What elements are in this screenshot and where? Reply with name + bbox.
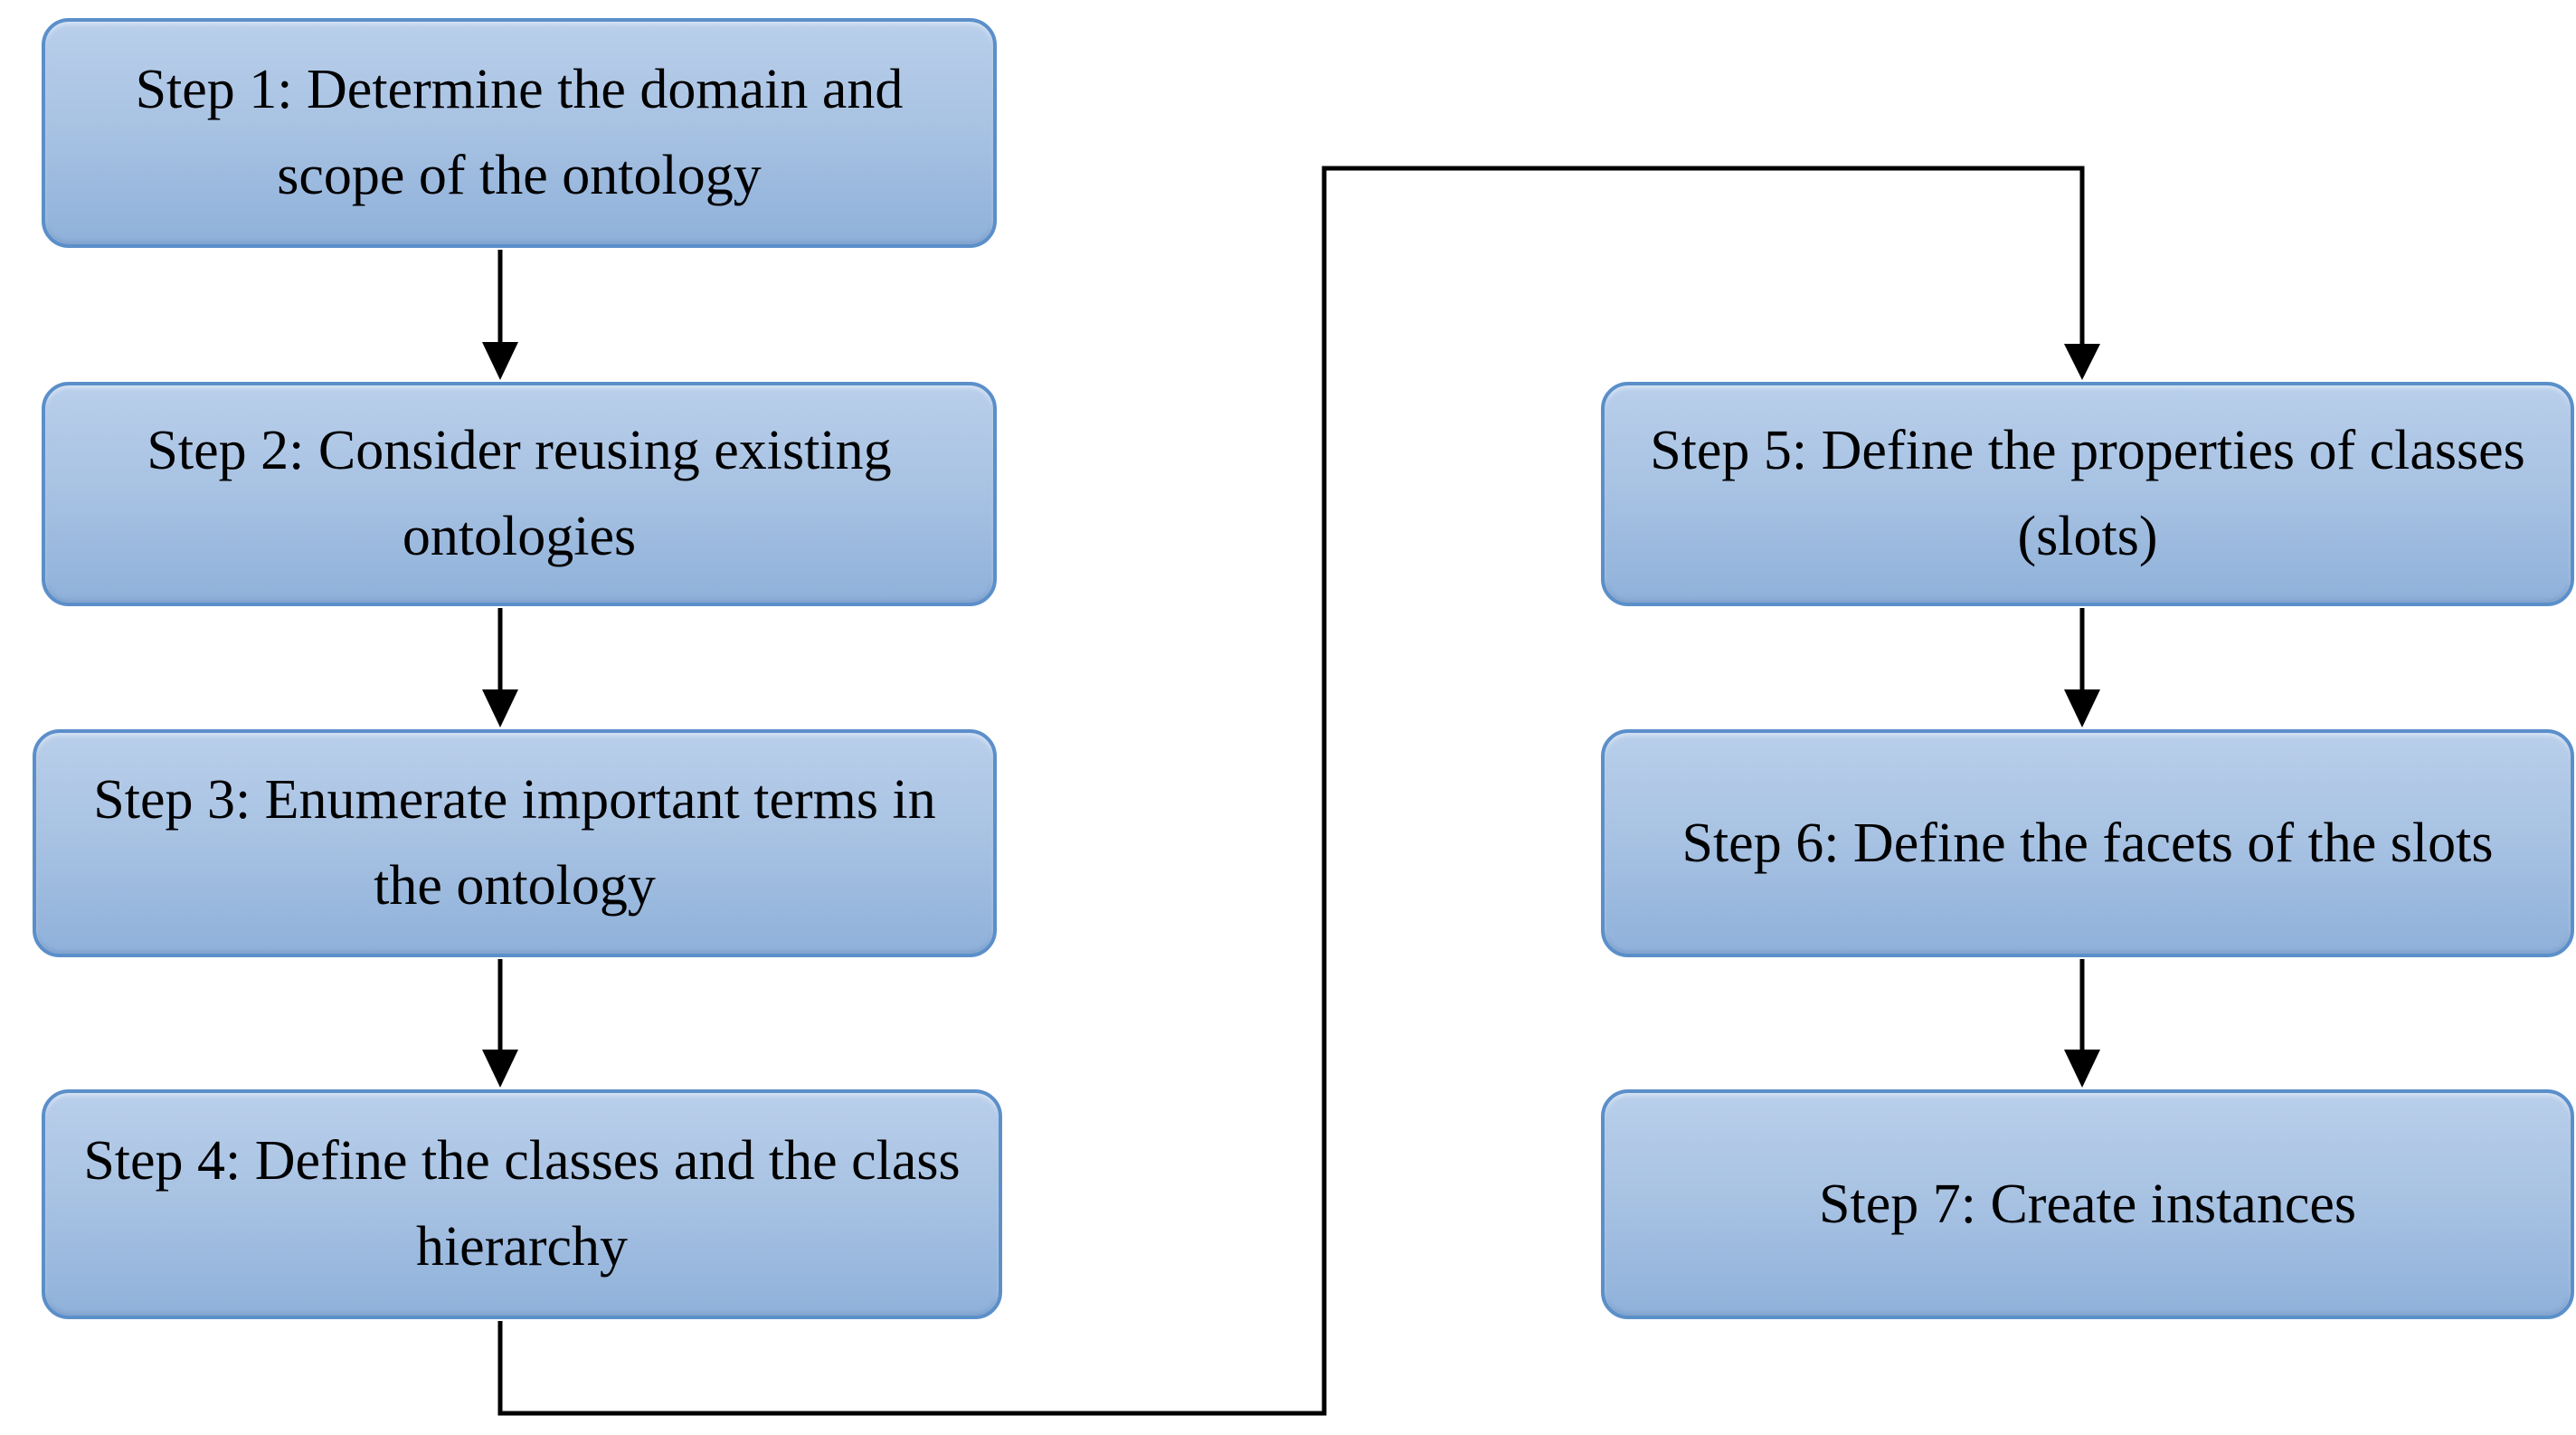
flowchart-step-4-label: Step 4: Define the classes and the class…: [83, 1130, 961, 1278]
arrow-step2-to-step3: [482, 608, 518, 727]
arrow-step6-to-step7: [2064, 959, 2100, 1088]
arrowhead-icon: [2064, 689, 2100, 727]
arrow-step3-to-step4: [482, 959, 518, 1088]
flowchart-step-4-box: Step 4: Define the classes and the class…: [42, 1089, 1002, 1319]
arrowhead-icon: [482, 1050, 518, 1088]
flowchart-step-7-label: Step 7: Create instances: [1819, 1173, 2356, 1235]
arrowhead-icon: [2064, 344, 2100, 380]
flowchart-step-6-box: Step 6: Define the facets of the slots: [1601, 729, 2574, 957]
flowchart-step-2-box: Step 2: Consider reusing existing ontolo…: [42, 382, 997, 606]
flowchart-step-1-label: Step 1: Determine the domain and scope o…: [135, 59, 904, 206]
flowchart-step-5-label: Step 5: Define the properties of classes…: [1650, 420, 2525, 567]
flowchart-step-1-box: Step 1: Determine the domain and scope o…: [42, 18, 997, 248]
arrowhead-icon: [482, 342, 518, 380]
arrowhead-icon: [2064, 1050, 2100, 1088]
flowchart-step-3-box: Step 3: Enumerate important terms in the…: [33, 729, 997, 957]
flowchart-step-3-label: Step 3: Enumerate important terms in the…: [93, 769, 936, 917]
arrow-step5-to-step6: [2064, 608, 2100, 727]
flowchart-step-2-label: Step 2: Consider reusing existing ontolo…: [147, 420, 892, 567]
flowchart-step-5-box: Step 5: Define the properties of classes…: [1601, 382, 2574, 606]
flowchart-step-6-label: Step 6: Define the facets of the slots: [1681, 812, 2494, 874]
arrow-step1-to-step2: [482, 250, 518, 380]
flowchart-step-7-box: Step 7: Create instances: [1601, 1089, 2574, 1319]
arrowhead-icon: [482, 689, 518, 727]
